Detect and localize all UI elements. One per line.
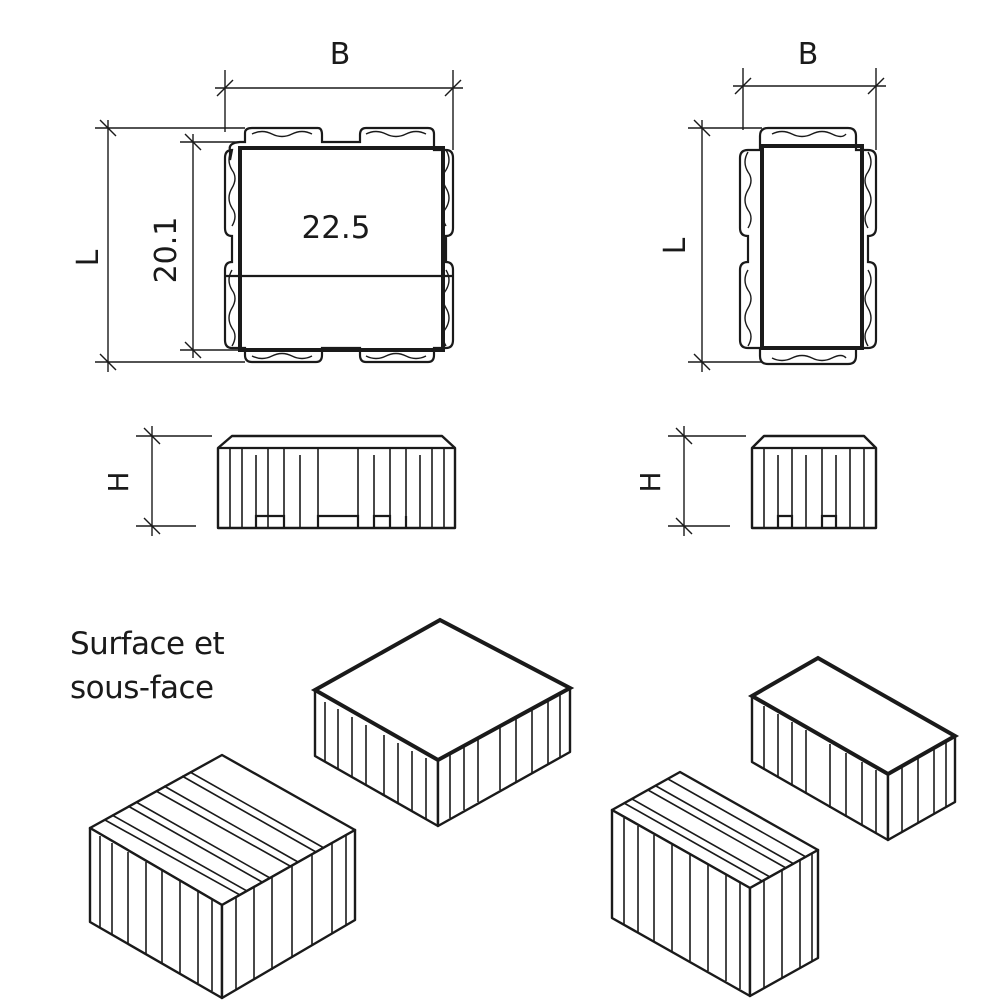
elevation-view-large: H (102, 426, 457, 536)
inner-rectangle (760, 144, 864, 350)
dimension-label-b-large: B (330, 37, 351, 72)
isometric-large-underside (88, 753, 357, 1000)
inner-square (238, 146, 445, 352)
elevation-view-small: H (634, 426, 878, 536)
dimension-label-inner-width: 22.5 (301, 210, 370, 246)
plan-view-large: B L 20.1 22.5 (71, 37, 463, 372)
dimension-label-l-large: L (71, 249, 106, 266)
isometric-small-underside (610, 770, 820, 998)
dimension-label-h-small: H (634, 471, 667, 492)
dimension-label-l-small: L (658, 237, 693, 254)
isometric-large-surface (310, 617, 575, 828)
dimension-label-h-large: H (102, 471, 135, 492)
dimension-label-inner-length: 20.1 (149, 217, 184, 284)
plan-view-small: B L (658, 37, 886, 372)
caption-line-1: Surface et (70, 626, 225, 662)
dimension-label-b-small: B (798, 37, 819, 72)
caption-line-2: sous-face (70, 670, 214, 706)
isometric-small-surface (747, 655, 960, 842)
surface-caption: Surface et sous-face (70, 622, 225, 710)
